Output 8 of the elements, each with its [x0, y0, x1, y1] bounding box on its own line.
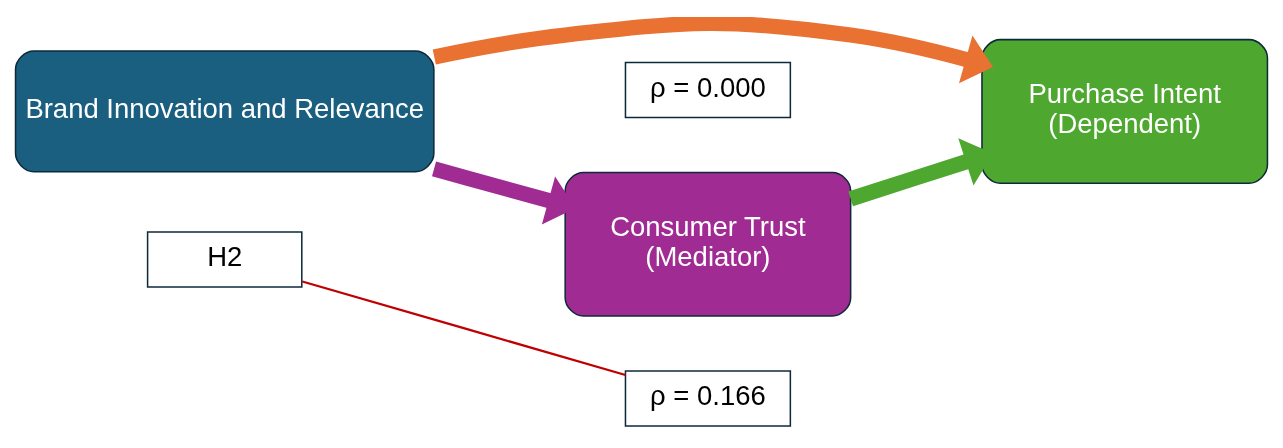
node-box: ρ = 0.166: [624, 369, 792, 427]
node-box: Brand Innovation and Relevance: [14, 49, 435, 172]
node-box: Consumer Trust (Mediator): [564, 171, 852, 317]
arrow: [432, 16, 994, 83]
node-box: Purchase Intent (Dependent): [981, 38, 1269, 184]
connector: [301, 279, 626, 376]
node-box: ρ = 0.000: [624, 61, 792, 118]
node-box: H2: [146, 230, 303, 288]
